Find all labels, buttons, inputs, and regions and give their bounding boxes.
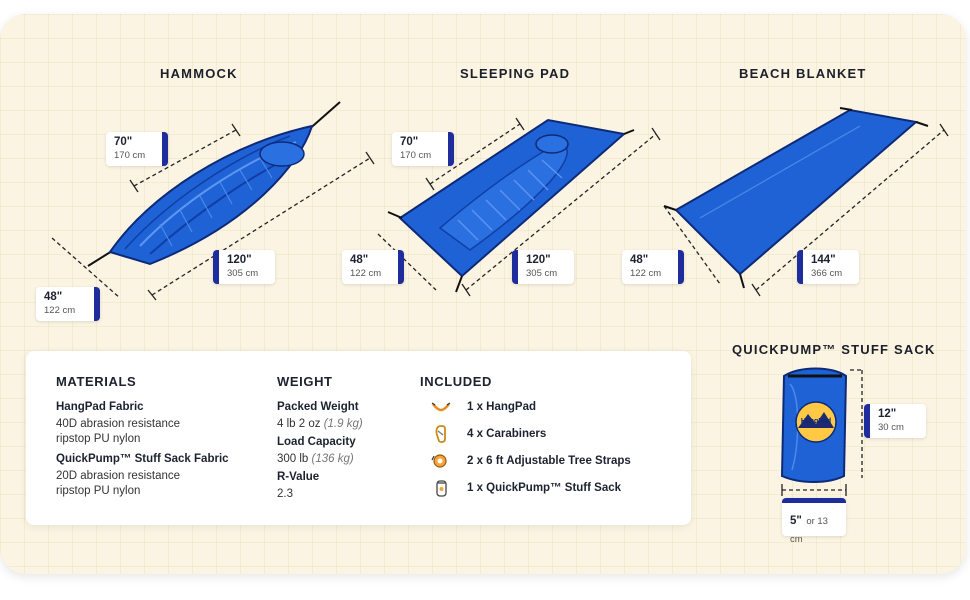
included-item-label: 1 x HangPad [467, 401, 537, 413]
packed-weight-metric: (1.9 kg) [323, 418, 363, 430]
material-line: ripstop PU nylon [56, 485, 141, 497]
pad-width-label: 70" 170 cm [392, 132, 454, 166]
stuff-sack-illustration [780, 367, 848, 483]
included-item: 4 x Carabiners [431, 425, 546, 443]
stuff-sack-logo: HangPad [800, 418, 832, 425]
pad-depth-inches: 48" [350, 254, 369, 266]
product-infographic: HAMMOCK SLEEPING PAD BEACH BLANKET QUICK… [0, 14, 966, 574]
packed-weight-label: Packed Weight [277, 401, 359, 413]
included-item: 2 x 6 ft Adjustable Tree Straps [431, 452, 631, 470]
pad-length-label: 120" 305 cm [512, 250, 574, 284]
load-capacity-imperial: 300 lb [277, 453, 309, 465]
hammock-illustration [87, 101, 341, 267]
hammock-length-cm: 305 cm [227, 268, 259, 279]
hammock-depth-inches: 48" [44, 291, 63, 303]
sleeping-pad-title: SLEEPING PAD [460, 66, 571, 81]
hammock-width-label: 70" 170 cm [106, 132, 168, 166]
included-title: INCLUDED [420, 374, 492, 389]
pad-length-inches: 120" [526, 254, 551, 266]
pad-depth-label: 48" 122 cm [342, 250, 404, 284]
load-capacity-label: Load Capacity [277, 436, 356, 448]
strap-icon [431, 454, 447, 468]
included-item-label: 2 x 6 ft Adjustable Tree Straps [467, 455, 631, 467]
stuff-sack-icon [436, 480, 447, 497]
included-item-label: 1 x QuickPump™ Stuff Sack [467, 482, 622, 494]
sack-width-inches: 5" [790, 515, 802, 527]
blanket-depth-label: 48" 122 cm [622, 250, 684, 284]
packed-weight-value: 4 lb 2 oz (1.9 kg) [277, 417, 363, 432]
blanket-length-cm: 366 cm [811, 268, 843, 279]
load-capacity-value: 300 lb (136 kg) [277, 452, 354, 467]
included-item: 1 x HangPad [431, 398, 536, 416]
included-item: 1 x QuickPump™ Stuff Sack [431, 479, 621, 497]
sleeping-pad-illustration [387, 118, 635, 293]
material-line: 40D abrasion resistance [56, 418, 181, 430]
hammock-length-label: 120" 305 cm [213, 250, 275, 284]
hammock-icon [431, 402, 451, 412]
specs-panel: MATERIALS HangPad Fabric 40D abrasion re… [26, 351, 691, 525]
pad-width-cm: 170 cm [400, 150, 432, 161]
load-capacity-metric: (136 kg) [311, 453, 354, 465]
material-name: QuickPump™ Stuff Sack Fabric [56, 453, 229, 465]
carabiner-icon [435, 425, 446, 443]
hammock-depth-label: 48" 122 cm [36, 287, 100, 321]
product-illustrations [51, 101, 949, 496]
hammock-title: HAMMOCK [160, 66, 238, 81]
weight-title: WEIGHT [277, 374, 333, 389]
material-line: 20D abrasion resistance [56, 470, 181, 482]
material-name: HangPad Fabric [56, 401, 144, 413]
hammock-depth-cm: 122 cm [44, 305, 76, 316]
r-value-label: R-Value [277, 471, 320, 483]
sack-height-cm: 30 cm [878, 422, 904, 433]
material-line: ripstop PU nylon [56, 433, 141, 445]
pad-length-cm: 305 cm [526, 268, 558, 279]
sack-width-label: 5" or 13 cm [782, 498, 846, 545]
hammock-length-inches: 120" [227, 254, 252, 266]
stuff-sack-title: QUICKPUMP™ STUFF SACK [732, 342, 936, 357]
sack-width-cm: or 13 cm [790, 516, 828, 545]
blanket-depth-inches: 48" [630, 254, 649, 266]
sack-height-inches: 12" [878, 408, 897, 420]
beach-blanket-illustration [663, 107, 929, 289]
blanket-depth-cm: 122 cm [630, 268, 662, 279]
pad-width-inches: 70" [400, 136, 419, 148]
packed-weight-imperial: 4 lb 2 oz [277, 418, 321, 430]
materials-title: MATERIALS [56, 374, 137, 389]
blanket-length-label: 144" 366 cm [797, 250, 859, 284]
beach-blanket-title: BEACH BLANKET [739, 66, 867, 81]
r-value-value: 2.3 [277, 488, 293, 500]
included-item-label: 4 x Carabiners [467, 428, 547, 440]
hammock-width-inches: 70" [114, 136, 133, 148]
pad-depth-cm: 122 cm [350, 268, 382, 279]
sack-height-label: 12" 30 cm [864, 404, 926, 438]
hammock-width-cm: 170 cm [114, 150, 146, 161]
blanket-length-inches: 144" [811, 254, 836, 266]
